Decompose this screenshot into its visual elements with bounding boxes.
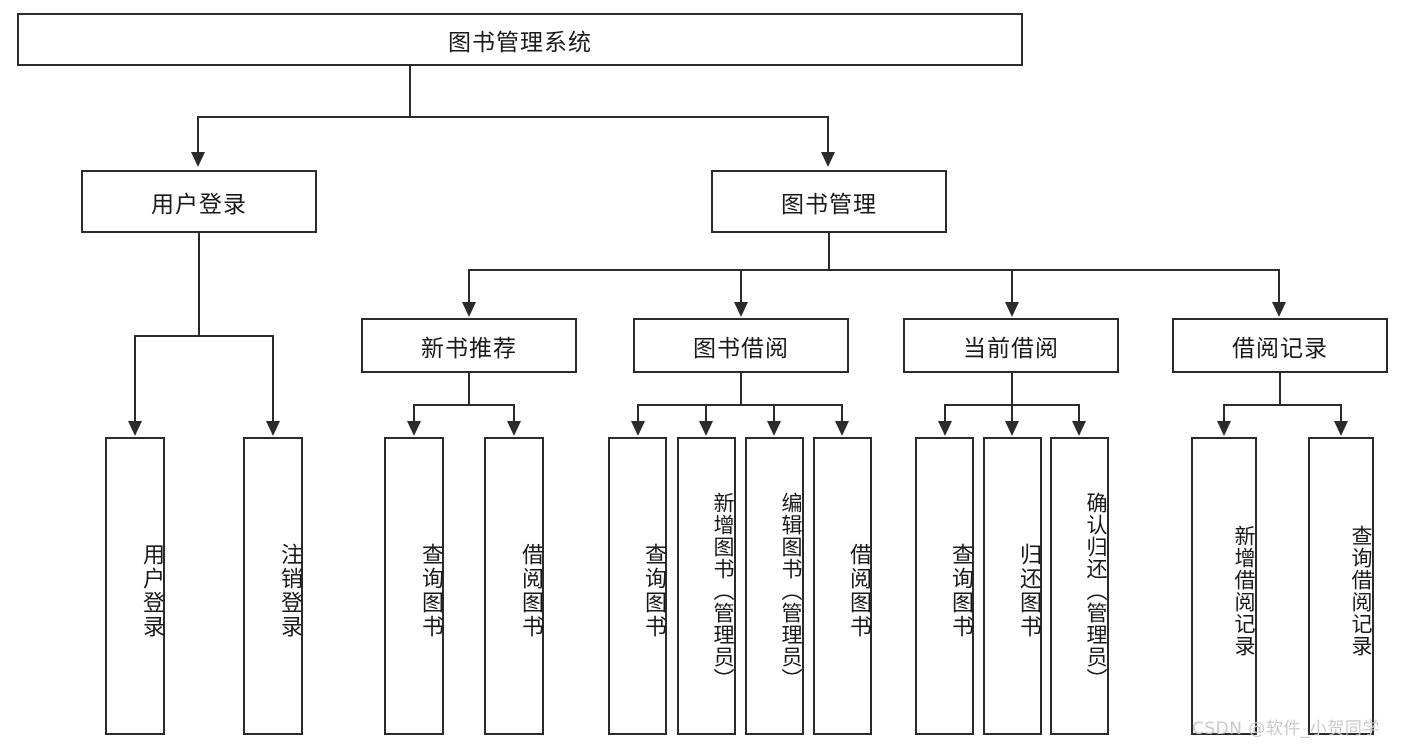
node-user-login[interactable]: 用户登录 (81, 170, 317, 233)
arrow-current-to-leaf2 (1005, 421, 1019, 436)
leaf-query-book-borrow[interactable]: 查询图书 (608, 437, 667, 735)
connector-bookmgmt-to-newbooks (468, 269, 470, 302)
leaf-query-book-newbooks[interactable]: 查询图书 (384, 437, 444, 735)
connector-current-stem (1011, 373, 1013, 406)
arrow-records-to-leaf2 (1334, 421, 1348, 436)
leaf-confirm-return-admin[interactable]: 确认归还（管理员） (1050, 437, 1109, 735)
node-book-borrow[interactable]: 图书借阅 (633, 318, 849, 373)
connector-root-to-login (197, 116, 199, 152)
arrow-borrow-to-leaf3 (767, 421, 781, 436)
arrow-bookmgmt-to-borrow (734, 302, 748, 317)
node-book-management[interactable]: 图书管理 (711, 170, 947, 233)
connector-records-to-leaf2 (1340, 404, 1342, 421)
connector-bookmgmt-stem (828, 233, 830, 271)
node-borrow-records[interactable]: 借阅记录 (1172, 318, 1388, 373)
node-root-system[interactable]: 图书管理系统 (17, 13, 1023, 66)
connector-borrow-bar (637, 404, 841, 406)
arrow-current-to-leaf1 (938, 421, 952, 436)
connector-login-to-leaf1 (134, 335, 136, 421)
leaf-add-borrow-record[interactable]: 新增借阅记录 (1191, 437, 1257, 735)
connector-bookmgmt-to-records (1278, 269, 1280, 302)
connector-borrow-to-leaf1 (637, 404, 639, 421)
connector-borrow-to-leaf4 (841, 404, 843, 421)
connector-records-to-leaf1 (1223, 404, 1225, 421)
connector-borrow-to-leaf2 (705, 404, 707, 421)
connector-current-to-leaf2 (1011, 404, 1013, 421)
connector-login-bar (134, 335, 273, 337)
arrow-borrow-to-leaf4 (835, 421, 849, 436)
connector-records-stem (1279, 373, 1281, 406)
arrow-login-to-leaf2 (266, 421, 280, 436)
connector-current-to-leaf3 (1078, 404, 1080, 421)
connector-borrow-stem (740, 373, 742, 406)
arrow-root-to-login (191, 152, 205, 167)
arrow-root-to-bookmgmt (821, 152, 835, 167)
arrow-bookmgmt-to-newbooks (462, 302, 476, 317)
arrow-current-to-leaf3 (1072, 421, 1086, 436)
connector-newbooks-stem (468, 373, 470, 406)
leaf-logout-login[interactable]: 注销登录 (243, 437, 303, 735)
leaf-add-book-admin[interactable]: 新增图书（管理员） (677, 437, 736, 735)
connector-records-bar (1223, 404, 1341, 406)
arrow-newbooks-to-leaf2 (507, 421, 521, 436)
connector-login-stem (198, 233, 200, 336)
connector-root-to-bookmgmt (827, 116, 829, 152)
arrow-login-to-leaf1 (128, 421, 142, 436)
connector-bookmgmt-to-current (1011, 269, 1013, 302)
arrow-borrow-to-leaf2 (699, 421, 713, 436)
node-new-book-recommend[interactable]: 新书推荐 (361, 318, 577, 373)
arrow-bookmgmt-to-records (1272, 302, 1286, 317)
leaf-borrow-book-newbooks[interactable]: 借阅图书 (484, 437, 544, 735)
leaf-return-book[interactable]: 归还图书 (983, 437, 1042, 735)
connector-login-to-leaf2 (272, 335, 274, 421)
connector-root-stem (409, 66, 411, 117)
leaf-query-borrow-record[interactable]: 查询借阅记录 (1308, 437, 1374, 735)
leaf-borrow-book[interactable]: 借阅图书 (813, 437, 872, 735)
connector-newbooks-bar (413, 404, 515, 406)
leaf-edit-book-admin[interactable]: 编辑图书（管理员） (745, 437, 804, 735)
leaf-query-book-current[interactable]: 查询图书 (915, 437, 974, 735)
leaf-user-login[interactable]: 用户登录 (105, 437, 165, 735)
arrow-records-to-leaf1 (1217, 421, 1231, 436)
connector-root-bar (197, 116, 829, 118)
connector-borrow-to-leaf3 (773, 404, 775, 421)
connector-bookmgmt-to-borrow (740, 269, 742, 302)
csdn-watermark: CSDN @软件_小贺同学 (1192, 719, 1380, 739)
arrow-borrow-to-leaf1 (631, 421, 645, 436)
connector-current-to-leaf1 (944, 404, 946, 421)
connector-newbooks-to-leaf1 (413, 404, 415, 421)
arrow-bookmgmt-to-current (1005, 302, 1019, 317)
node-current-borrow[interactable]: 当前借阅 (903, 318, 1119, 373)
arrow-newbooks-to-leaf1 (407, 421, 421, 436)
connector-newbooks-to-leaf2 (513, 404, 515, 421)
connector-bookmgmt-bar (468, 269, 1279, 271)
